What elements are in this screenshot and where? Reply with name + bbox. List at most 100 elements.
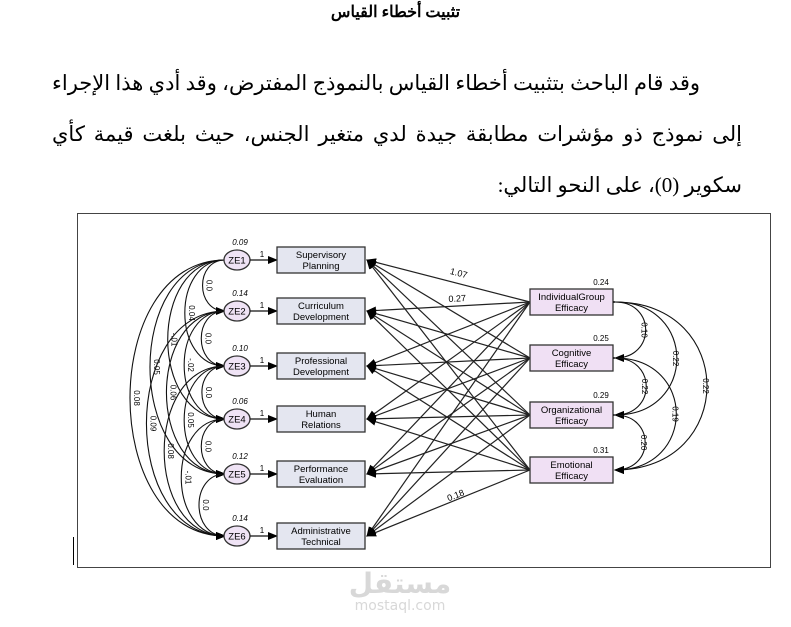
covariance-arc [605,297,678,419]
error-term-label: ZE1 [228,256,245,267]
covariance-label: -.02 [186,358,195,372]
outcome-variable-box [276,522,366,550]
regression-path [366,469,531,537]
regression-path [366,259,531,416]
watermark-url: mostaql.com [354,598,446,614]
covariance-label: 0.0 [201,499,210,511]
covariance-label: 0.05 [152,359,161,375]
error-variance-label: 0.12 [232,452,248,461]
outcome-variable-label: Supervisory [296,250,346,261]
predictor-value-label: 0.25 [593,334,609,343]
regression-path [366,309,531,359]
paragraph-line: إلى نموذج ذو مؤشرات مطابقة جيدة لدي متغي… [52,122,742,146]
covariance-label: 0.19 [670,406,679,422]
error-term-label: ZE5 [228,470,245,481]
section-heading: تثبيت أخطاء القياس [330,4,461,21]
sem-path-diagram: 0.0 0.04 -.01 0.05 0.08 0.0 -.02 0.06 0.09 0.0 0.0… [77,213,771,568]
outcome-variable-label: Performance [294,464,348,475]
error-variance-label: 0.14 [232,289,248,298]
error-path-label: 1 [260,301,265,310]
outcome-variable-box [276,405,366,433]
regression-path [366,357,531,370]
covariance-arc [605,297,647,362]
covariance-arc [605,297,708,474]
path-coefficient-label: 1.07 [449,266,468,280]
covariance-arc [146,306,235,540]
covariance-label: 0.05 [186,412,195,428]
watermark-logo: مستقل [348,567,452,600]
outcome-variable-label: Professional [295,356,347,367]
outcome-variable-box [276,297,366,325]
covariance-arc [167,255,235,423]
predictor-variable-label: Efficacy [555,416,588,427]
error-variance-label: 0.09 [232,238,248,247]
regression-path [366,259,531,359]
predictor-value-label: 0.24 [593,278,609,287]
error-path-label: 1 [260,464,265,473]
predictor-variable-label: Cognitive [552,348,592,359]
covariance-label: 0.10 [640,322,649,338]
body-paragraph: وقد قام الباحث بتثبيت أخطاء القياس بالنم… [52,58,742,211]
text-cursor [73,537,74,565]
predictor-variable-box [529,456,614,484]
covariance-label: 0.0 [203,333,212,345]
predictor-variable-label: IndividualGroup [538,292,605,303]
predictor-value-label: 0.31 [593,446,609,455]
covariance-arc [605,410,646,474]
outcome-variable-box [276,460,366,488]
covariance-label: 0.20 [639,435,648,451]
covariance-label: 0.08 [132,390,141,406]
covariance-label: 0.0 [203,441,212,453]
outcome-variable-label: Human [306,409,337,420]
predictor-variable-box [529,288,614,316]
covariance-arc [129,255,235,540]
covariance-label: 0.22 [701,378,710,394]
outcome-variable-label: Development [293,367,349,378]
regression-path [366,357,531,475]
predictor-variable-label: Efficacy [555,471,588,482]
covariance-arc [180,414,235,540]
regression-path [366,417,531,471]
path-coefficient-label: 0.27 [448,293,466,304]
covariance-label: 0.09 [148,416,157,432]
error-term-label: ZE2 [228,307,245,318]
regression-path [366,259,531,471]
covariance-arc [165,306,235,478]
covariance-arc [605,353,677,474]
covariance-label: 0.06 [168,385,177,401]
covariance-label: 0.22 [671,351,680,367]
covariance-label: 0.04 [187,305,196,321]
predictor-variable-box [529,344,614,372]
outcome-variable-label: Curriculum [298,301,344,312]
regression-path [366,469,531,478]
error-variance-label: 0.06 [232,397,248,406]
outcome-variable-label: Evaluation [299,475,343,486]
covariance-label: 0.0 [204,387,213,399]
predictor-value-label: 0.29 [593,391,609,400]
error-path-label: 1 [260,356,265,365]
regression-path [366,414,531,423]
error-variance-label: 0.10 [232,344,248,353]
paragraph-line: وقد قام الباحث بتثبيت أخطاء القياس بالنم… [52,71,700,95]
outcome-variable-label: Development [293,312,349,323]
covariance-arc [183,306,235,423]
outcome-variable-label: Relations [301,420,341,431]
covariance-arc [184,255,235,370]
predictor-variable-label: Efficacy [555,303,588,314]
covariance-label: -.01 [183,471,192,485]
error-path-label: 1 [260,250,265,259]
regression-path [366,357,531,420]
paragraph-line: سكوير (0)، على النحو التالي: [497,173,742,197]
error-path-label: 1 [260,526,265,535]
error-path-label: 1 [260,409,265,418]
outcome-variable-label: Technical [301,537,341,548]
predictor-variable-label: Efficacy [555,359,588,370]
covariance-arc [183,361,235,478]
predictor-variable-label: Organizational [541,405,602,416]
regression-path [366,301,531,420]
covariance-arc [605,353,647,419]
regression-path [366,357,531,537]
regression-path [366,301,531,315]
regression-path [366,258,531,303]
outcome-variable-label: Planning [303,261,340,272]
